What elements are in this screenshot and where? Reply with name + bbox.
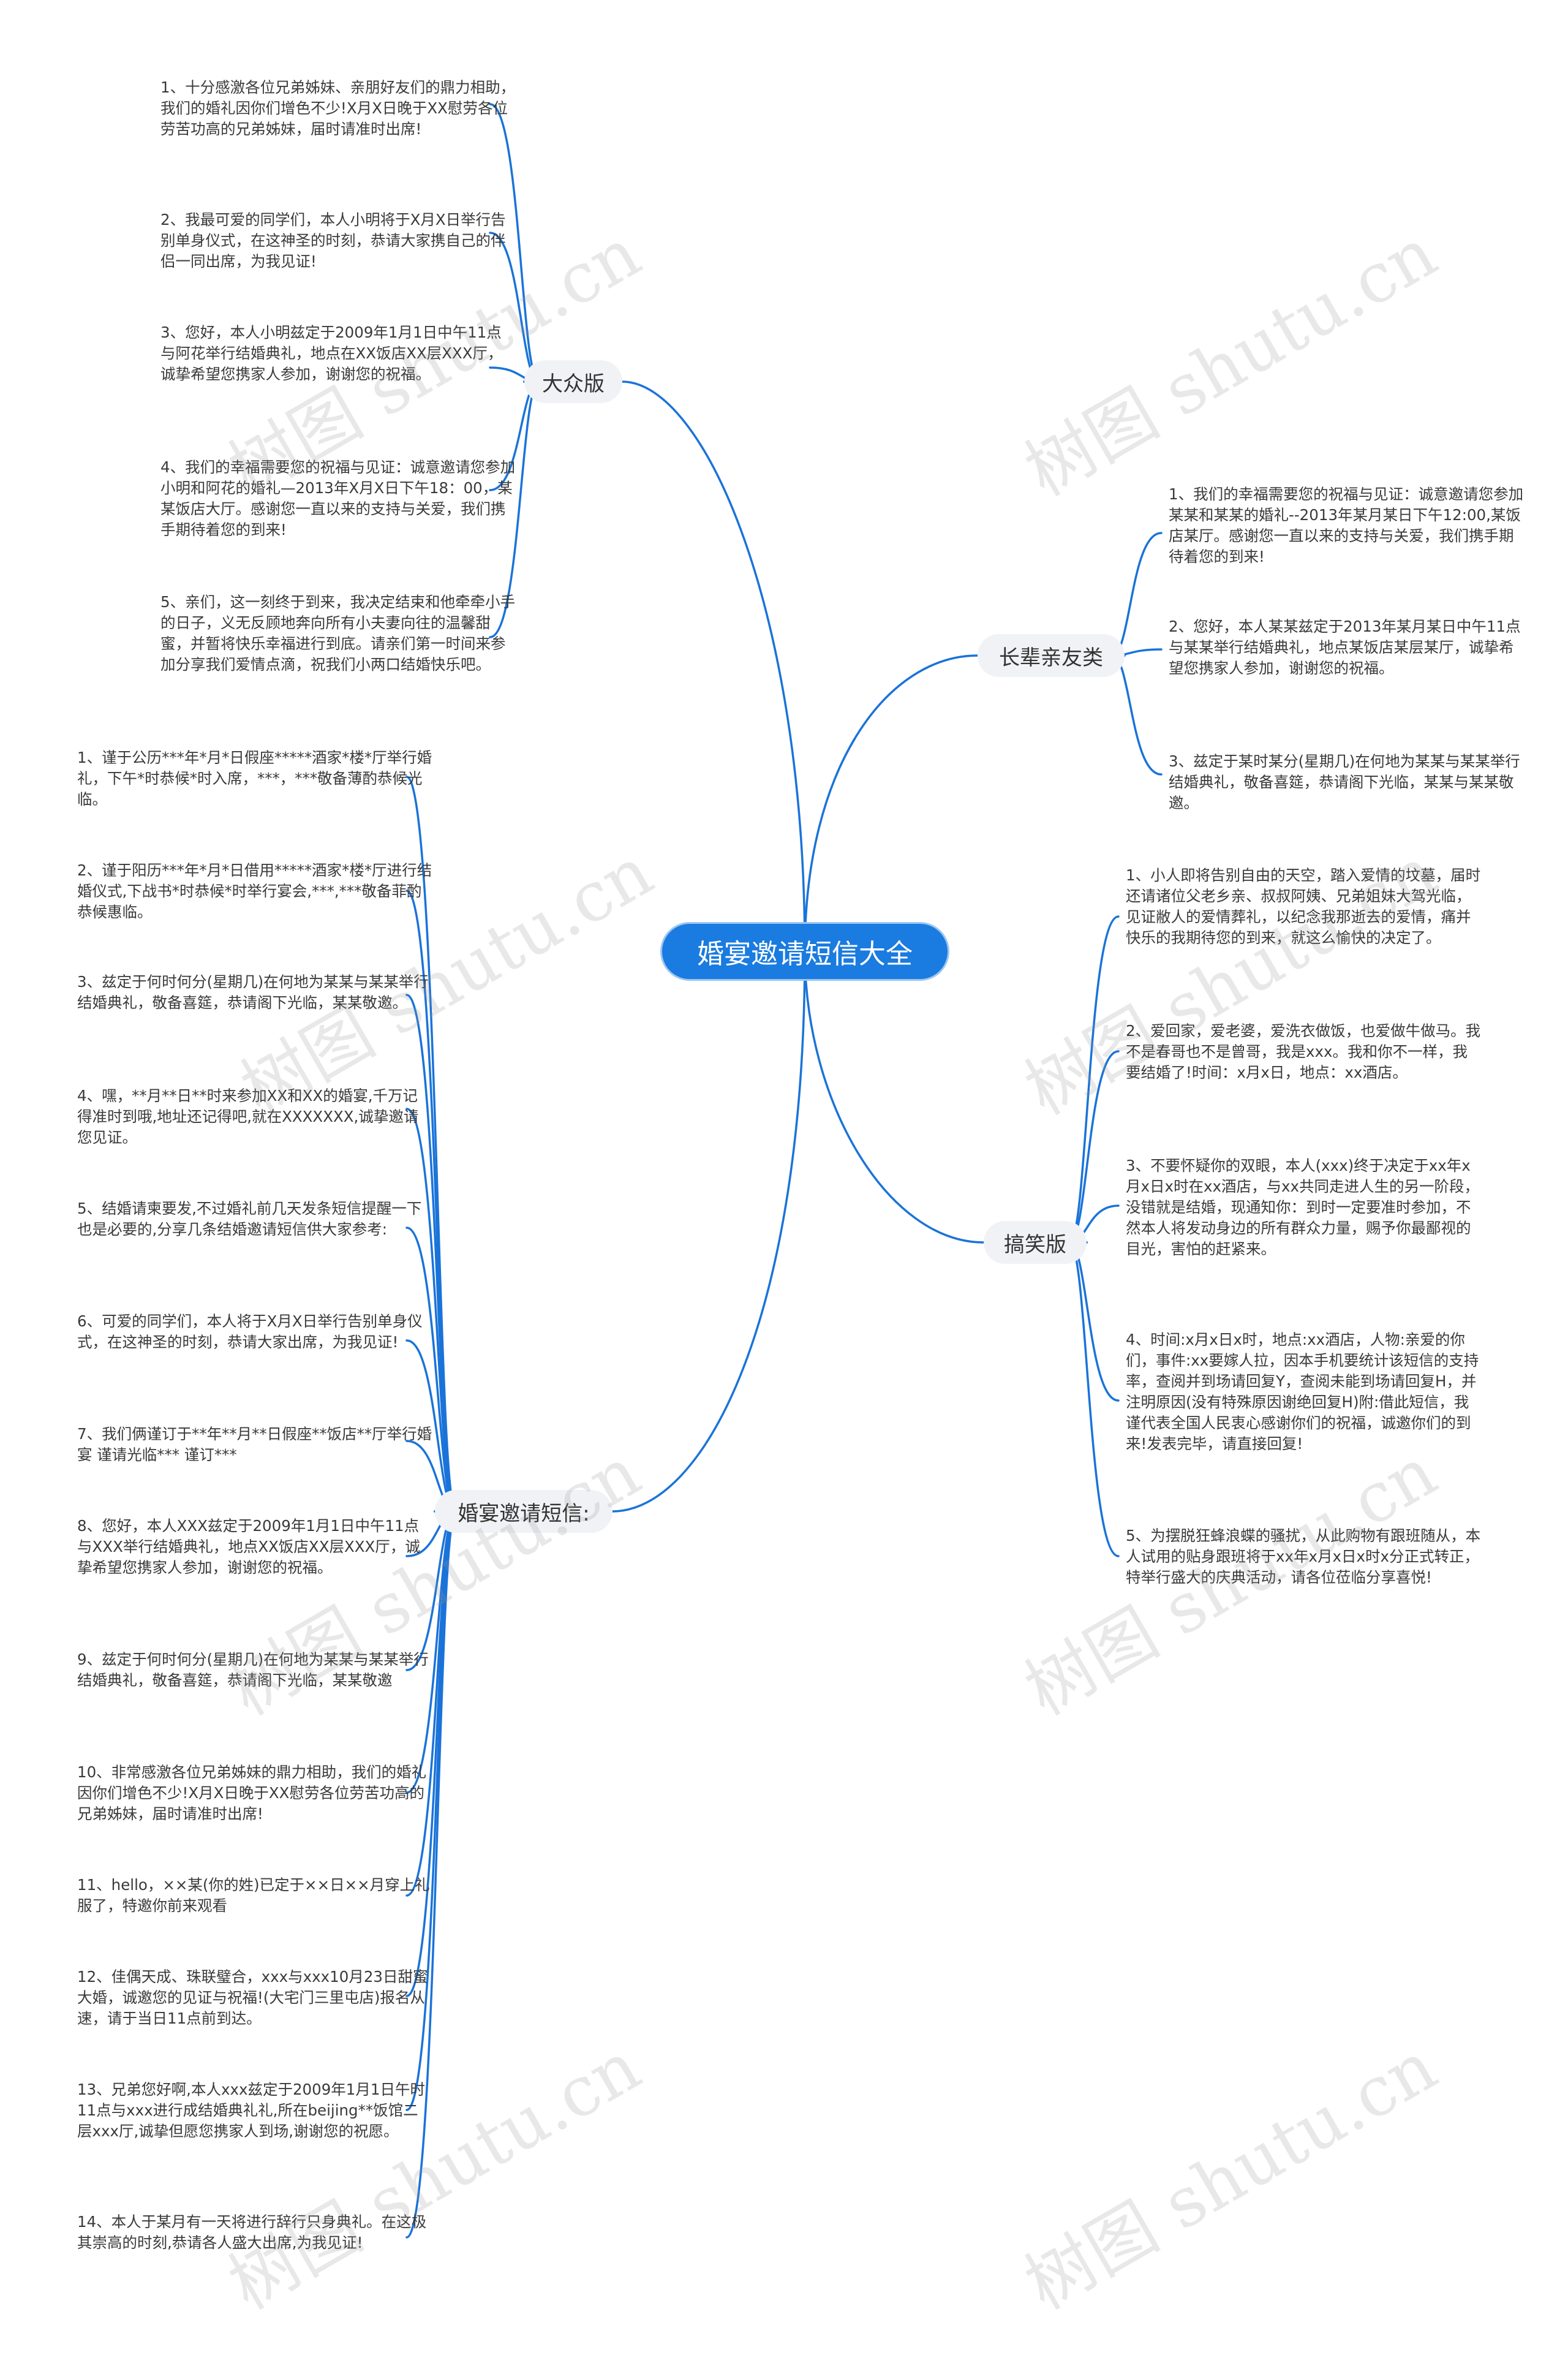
link-gaoxiao-1	[1069, 915, 1120, 1244]
link-gaoxiao-5	[1069, 1241, 1120, 1557]
leaf-dazhong-1: 1、十分感激各位兄弟姊妹、亲朋好友们的鼎力相助，我们的婚礼因你们增色不少!X月X…	[160, 78, 516, 138]
root-topic[interactable]: 婚宴邀请短信大全	[660, 922, 949, 981]
link-root-hunyan	[611, 950, 806, 1513]
leaf-hunyan-10: 10、非常感激各位兄弟姊妹的鼎力相助，我们的婚礼因你们增色不少!X月X日晚于XX…	[77, 1763, 427, 1823]
leaf-gaoxiao-1: 1、小人即将告别自由的天空，踏入爱情的坟墓，届时还请诸位父老乡亲、叔叔阿姨、兄弟…	[1126, 866, 1481, 947]
leaf-hunyan-14: 14、本人于某月有一天将进行辞行只身典礼。在这极其崇高的时刻,恭请各人盛大出席,…	[77, 2213, 427, 2251]
leaf-gaoxiao-5: 5、为摆脱狂蜂浪蝶的骚扰，从此购物有跟班随从，本人试用的贴身跟班将于xx年x月x…	[1126, 1527, 1481, 1586]
link-gaoxiao-2	[1069, 1050, 1120, 1244]
leaf-hunyan-3: 3、兹定于何时何分(星期几)在何地为某某与某某举行结婚典礼，敬备喜筵，恭请阁下光…	[77, 973, 429, 1011]
leaf-dazhong-2: 2、我最可爱的同学们，本人小明将于X月X日举行告别单身仪式，在这神圣的时刻，恭请…	[160, 211, 506, 270]
branch-gaoxiao[interactable]: 搞笑版	[984, 1221, 1087, 1264]
link-changbei-3	[1112, 654, 1163, 776]
leaf-gaoxiao-2: 2、爱回家，爱老婆，爱洗衣做饭，也爱做牛做马。我不是春哥也不是曾哥，我是xxx。…	[1126, 1022, 1481, 1081]
leaf-hunyan-7: 7、我们俩谨订于**年**月**日假座**饭店**厅举行婚宴 谨请光临*** 谨…	[77, 1425, 432, 1464]
leaf-hunyan-11: 11、hello，××某(你的姓)已定于××日××月穿上礼服了，特邀你前来观看	[77, 1876, 430, 1915]
branch-dazhong[interactable]: 大众版	[524, 360, 622, 403]
leaf-hunyan-8: 8、您好，本人XXX兹定于2009年1月1日中午11点与XXX举行结婚典礼，地点…	[77, 1517, 420, 1576]
leaf-changbei-3: 3、兹定于某时某分(星期几)在何地为某某与某某举行结婚典礼，敬备喜筵，恭请阁下光…	[1169, 752, 1520, 812]
leaf-hunyan-2: 2、谨于阳历***年*月*日借用*****酒家*楼*厅进行结婚仪式,下战书*时恭…	[77, 861, 432, 921]
leaf-hunyan-4: 4、嘿，**月**日**时来参加XX和XX的婚宴,千万记得准时到哦,地址还记得吧…	[77, 1087, 419, 1146]
leaf-hunyan-6: 6、可爱的同学们，本人将于X月X日举行告别单身仪式，在这神圣的时刻，恭请大家出席…	[77, 1312, 423, 1351]
leaf-dazhong-5: 5、亲们，这一刻终于到来，我决定结束和他牵牵小手的日子，义无反顾地奔向所有小夫妻…	[160, 593, 516, 673]
leaf-gaoxiao-3: 3、不要怀疑你的双眼，本人(xxx)终于决定于xx年x月x日x时在xx酒店，与x…	[1126, 1157, 1479, 1258]
link-hunyan-14	[405, 1510, 457, 2239]
link-root-changbei	[804, 654, 979, 953]
leaf-hunyan-1: 1、谨于公历***年*月*日假座*****酒家*楼*厅举行婚礼，下午*时恭候*时…	[77, 749, 432, 808]
leaf-dazhong-4: 4、我们的幸福需要您的祝福与见证：诚意邀请您参加小明和阿花的婚礼—2013年X月…	[160, 458, 516, 539]
leaf-dazhong-3: 3、您好，本人小明兹定于2009年1月1日中午11点与阿花举行结婚典礼，地点在X…	[160, 323, 503, 383]
leaf-changbei-2: 2、您好，本人某某兹定于2013年某月某日中午11点与某某举行结婚典礼，地点某饭…	[1169, 618, 1521, 677]
branch-changbei[interactable]: 长辈亲友类	[978, 634, 1125, 677]
branch-hunyan[interactable]: 婚宴邀请短信:	[435, 1490, 612, 1533]
leaf-gaoxiao-4: 4、时间:x月x日x时，地点:xx酒店，人物:亲爱的你们，事件:xx要嫁人拉，因…	[1126, 1331, 1479, 1453]
leaf-hunyan-5: 5、结婚请柬要发,不过婚礼前几天发条短信提醒一下也是必要的,分享几条结婚邀请短信…	[77, 1200, 422, 1238]
link-root-dazhong	[621, 380, 806, 953]
leaf-hunyan-13: 13、兄弟您好啊,本人xxx兹定于2009年1月1日午时11点与xxx进行成结婚…	[77, 2081, 425, 2140]
leaf-hunyan-12: 12、佳偶天成、珠联璧合，xxx与xxx10月23日甜蜜大婚，诚邀您的见证与祝福…	[77, 1968, 428, 2027]
link-root-gaoxiao	[804, 950, 985, 1244]
link-changbei-1	[1112, 532, 1163, 657]
leaf-changbei-1: 1、我们的幸福需要您的祝福与见证：诚意邀请您参加某某和某某的婚礼--2013年某…	[1169, 485, 1524, 565]
leaf-hunyan-9: 9、兹定于何时何分(星期几)在何地为某某与某某举行结婚典礼，敬备喜筵，恭请阁下光…	[77, 1650, 429, 1689]
